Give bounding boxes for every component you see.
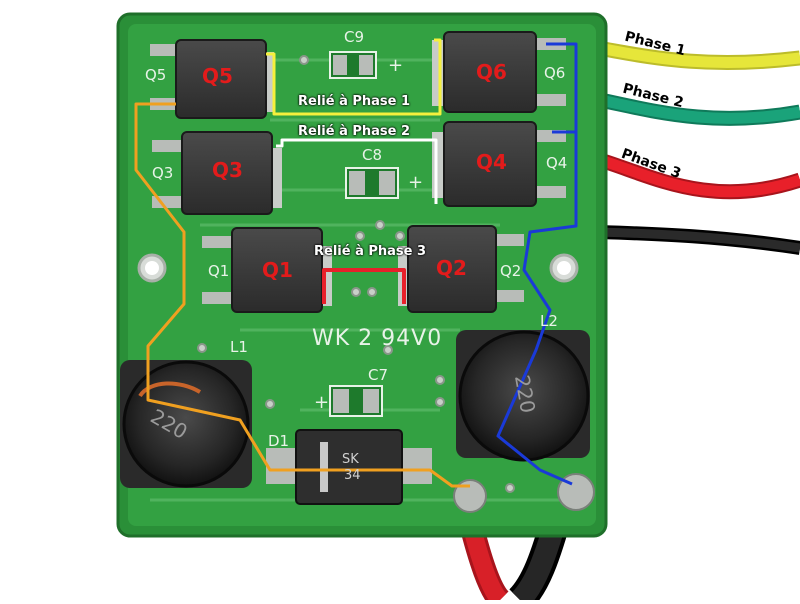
note-phase1-link: Relié à Phase 1 xyxy=(298,94,411,109)
label-q3: Q3 xyxy=(212,158,243,182)
label-q6: Q6 xyxy=(476,60,507,84)
silk-q6: Q6 xyxy=(544,64,566,82)
mosfet-q2 xyxy=(398,225,524,313)
silk-q1: Q1 xyxy=(208,262,230,280)
silk-l1: L1 xyxy=(230,338,248,356)
label-q2: Q2 xyxy=(436,256,467,280)
diode-marking-line2: 34 xyxy=(344,468,361,483)
silk-plus-c8: + xyxy=(408,172,424,193)
mosfet-q5 xyxy=(150,39,274,119)
capacitor-c9 xyxy=(329,51,377,79)
silk-d1: D1 xyxy=(268,432,290,450)
label-q1: Q1 xyxy=(262,258,293,282)
silk-c8: C8 xyxy=(362,146,383,164)
silk-q4: Q4 xyxy=(546,154,568,172)
note-phase3-link: Relié à Phase 3 xyxy=(314,244,427,259)
silk-plus-c7: + xyxy=(314,392,330,413)
silk-c9: C9 xyxy=(344,28,365,46)
note-phase2-link: Relié à Phase 2 xyxy=(298,124,411,139)
mosfet-q1 xyxy=(202,227,332,313)
label-q4: Q4 xyxy=(476,150,507,174)
capacitor-c7 xyxy=(329,385,383,417)
diode-marking-line1: SK xyxy=(342,452,359,467)
silk-q3: Q3 xyxy=(152,164,174,182)
silk-q2: Q2 xyxy=(500,262,522,280)
label-q5: Q5 xyxy=(202,64,233,88)
inductor-l2 xyxy=(456,330,590,462)
inductor-l1 xyxy=(120,360,252,488)
diode-d1 xyxy=(266,429,432,505)
silk-c7: C7 xyxy=(368,366,389,384)
silk-plus-c9: + xyxy=(388,55,404,76)
capacitor-c8 xyxy=(345,167,399,199)
silk-l2: L2 xyxy=(540,312,558,330)
silk-q5: Q5 xyxy=(145,66,167,84)
annotation-traces xyxy=(134,38,578,488)
board-marking: WK 2 94V0 xyxy=(312,326,443,351)
